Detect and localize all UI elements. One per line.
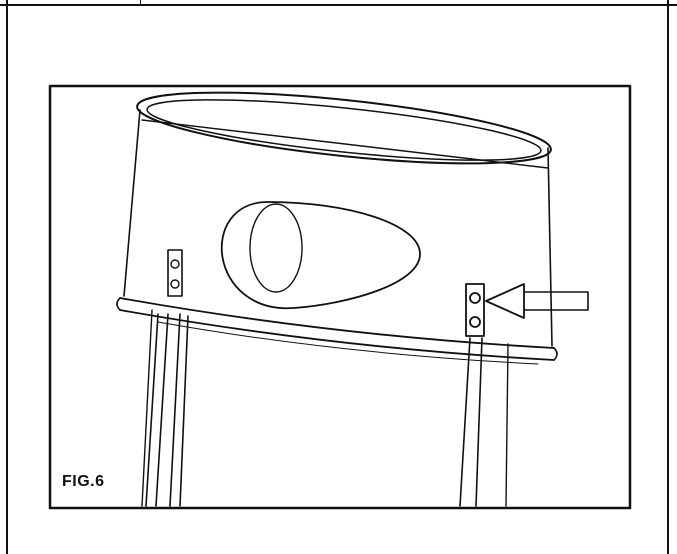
left-clamp-screw-top: [170, 259, 180, 269]
bottom-band-top: [119, 297, 555, 349]
right-clamp-screw-top: [469, 292, 481, 304]
left-rod-a: [145, 313, 159, 507]
top-rim-inner: [146, 99, 542, 161]
right-rule: [667, 0, 669, 554]
port-inner: [249, 203, 303, 293]
left-clamp: [167, 249, 183, 297]
figure-label: FIG.6: [62, 473, 105, 490]
right-clamp-screw-bottom: [469, 316, 481, 328]
left-rule: [6, 0, 8, 554]
right-clamp: [465, 283, 485, 337]
left-rod-d: [179, 315, 189, 507]
lower-tube-right: [505, 343, 509, 507]
cylinder-wall-right: [547, 147, 553, 347]
cylinder-wall-left: [123, 109, 141, 297]
top-rule: [0, 4, 677, 6]
left-rod-b: [155, 313, 169, 507]
figure-illustration: [48, 84, 632, 510]
port-outer: [221, 201, 421, 309]
right-rod-a: [459, 337, 471, 507]
figure-frame: [48, 84, 632, 510]
bottom-band-bottom: [119, 309, 555, 361]
arrow-head: [485, 283, 525, 319]
right-rod-b: [475, 337, 483, 507]
left-clamp-screw-bottom: [170, 279, 180, 289]
arrow-shaft: [523, 291, 589, 311]
lower-tube-left: [141, 309, 153, 507]
top-tick: [140, 0, 141, 4]
top-rim-outer: [136, 91, 552, 165]
rim-band-lower: [141, 119, 549, 169]
band-end-right: [553, 347, 558, 361]
left-rod-c: [169, 313, 181, 507]
band-end-left: [116, 297, 121, 311]
band-lower-shadow: [157, 321, 539, 365]
